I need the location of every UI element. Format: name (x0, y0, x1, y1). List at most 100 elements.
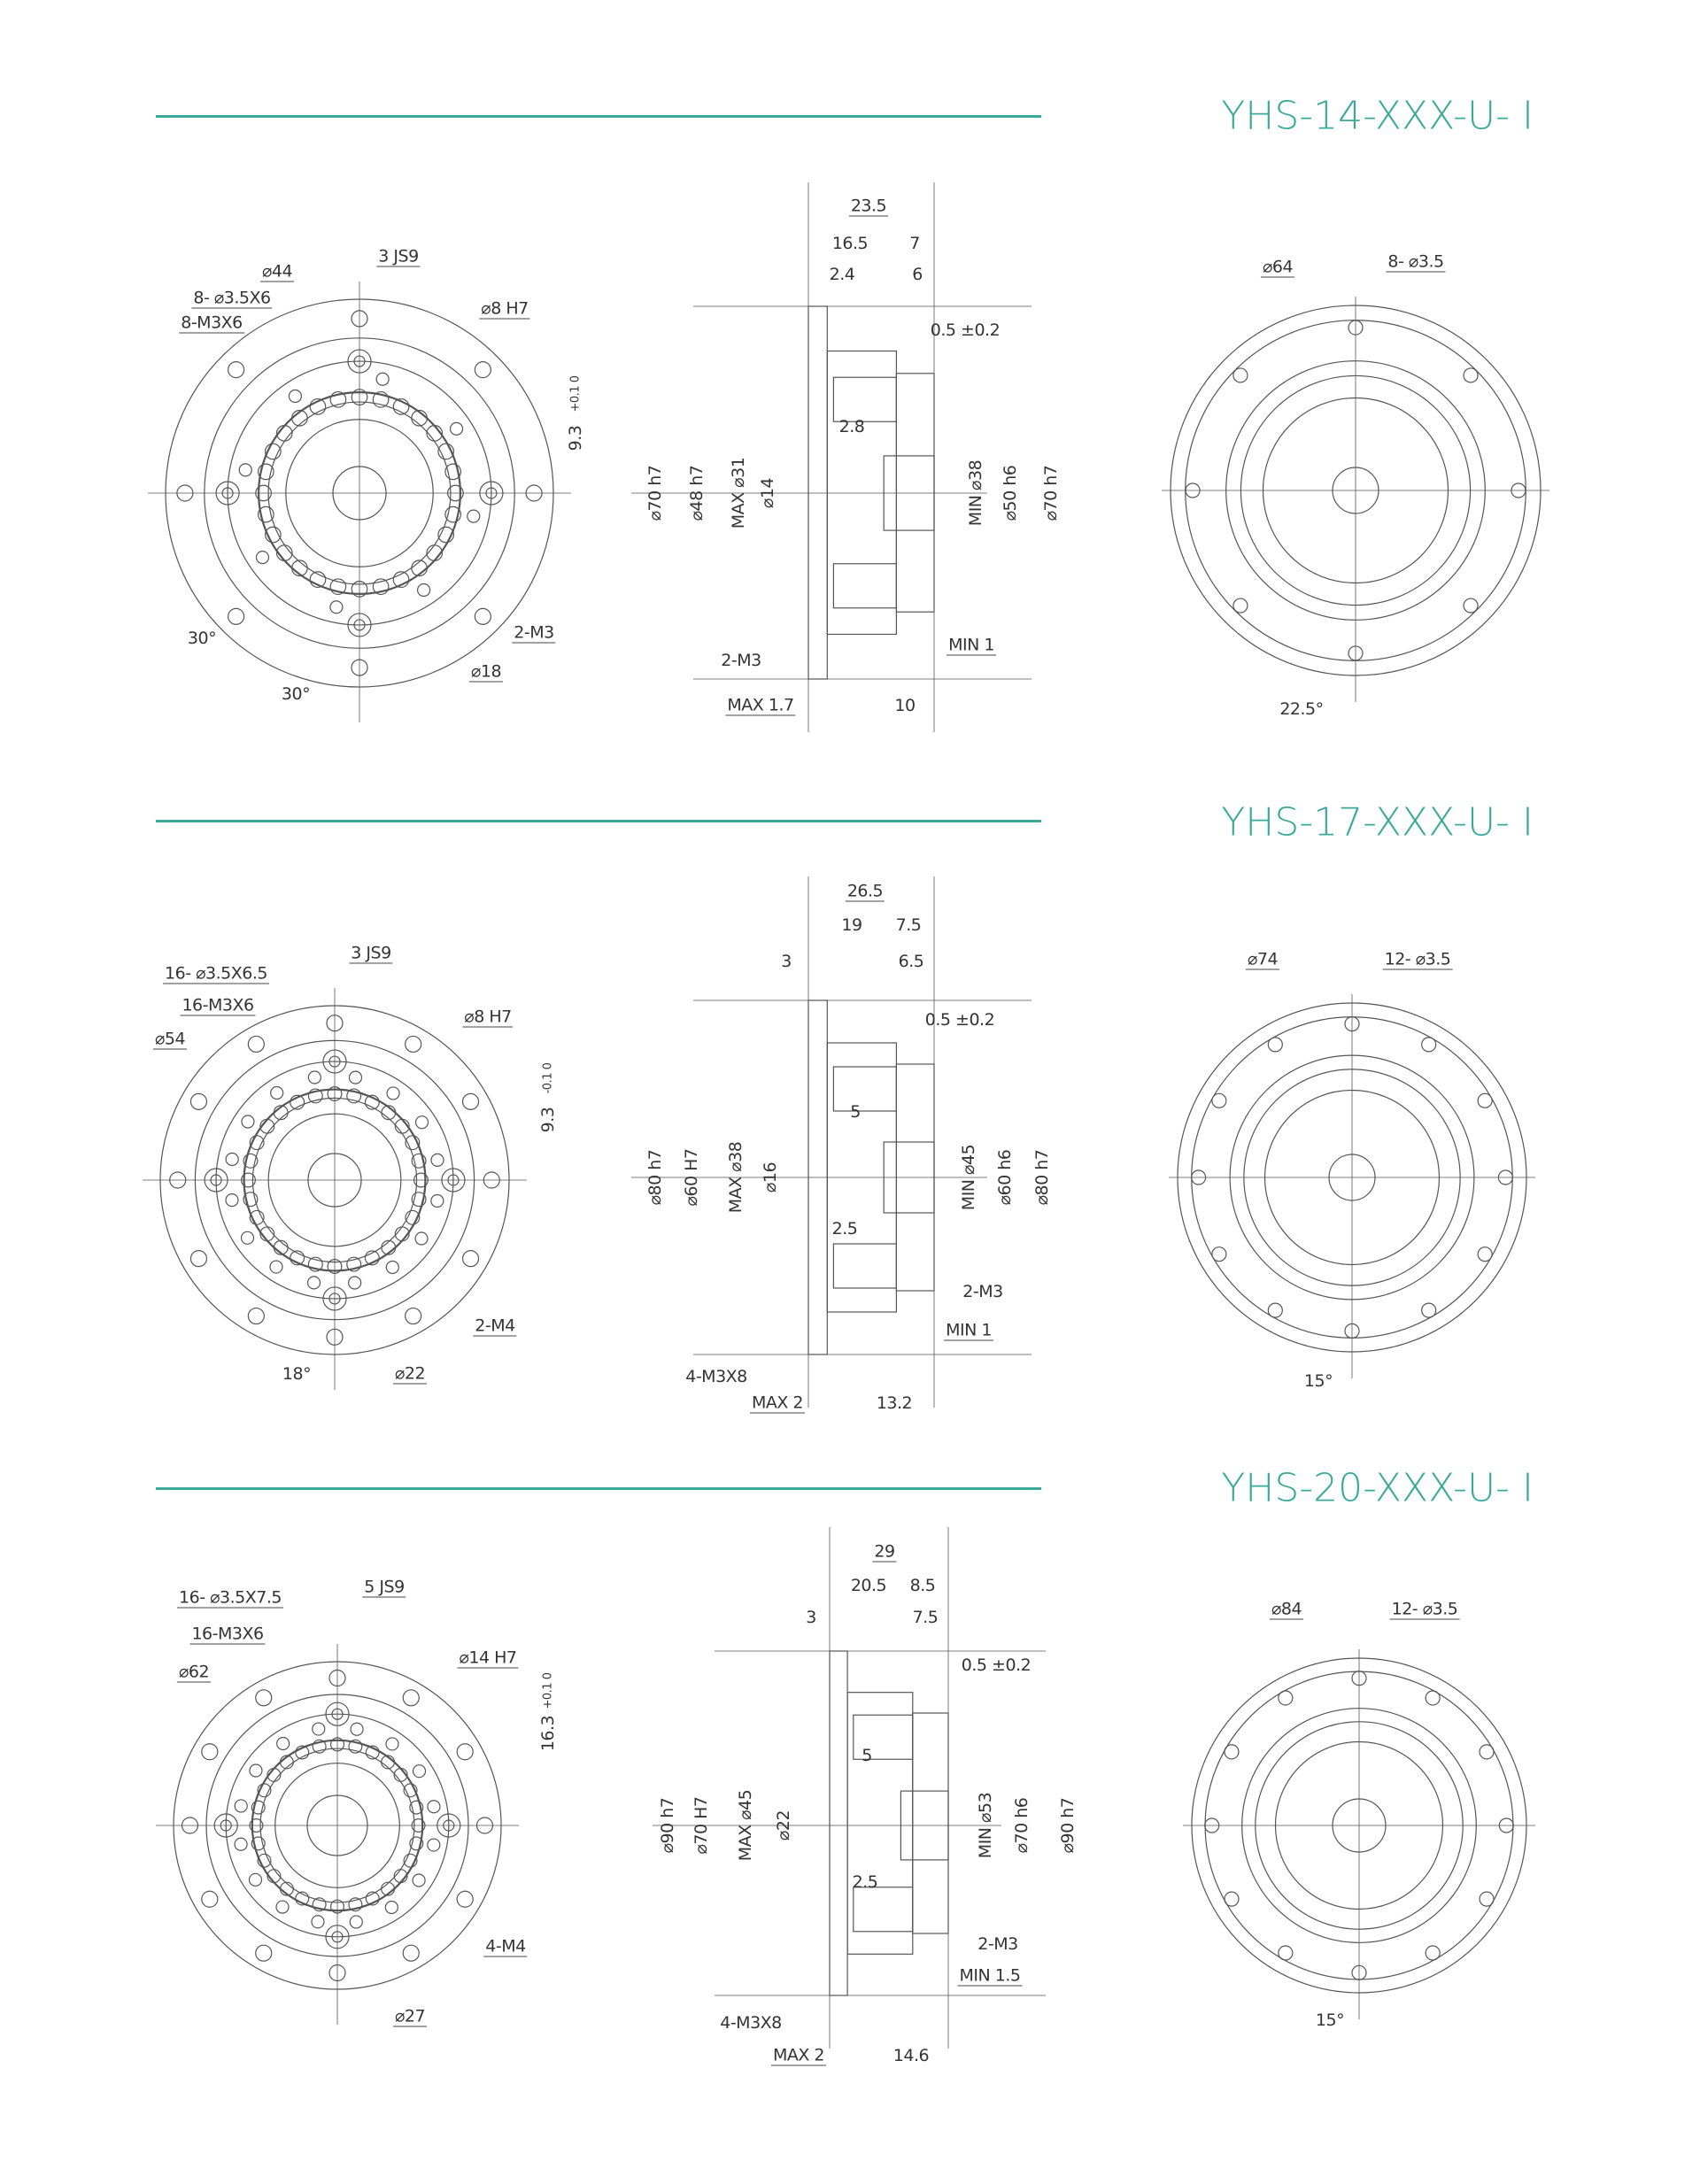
mount-hole (1232, 367, 1248, 383)
bearing-roller (405, 1135, 421, 1151)
section-divider (156, 1487, 1041, 1490)
front-view-dimension-label: 2-M3 (512, 622, 556, 644)
side-view-dimension-label: MAX ⌀31 (729, 457, 748, 529)
side-view-dimension-label: 6 (912, 265, 923, 284)
bearing-roller (257, 463, 274, 481)
bearing-roller (444, 505, 462, 523)
mount-hole (474, 607, 491, 625)
bearing-roller (291, 560, 308, 577)
tapped-hole (349, 1915, 363, 1929)
back-view-dimension-label: ⌀74 (1245, 949, 1280, 970)
side-view-dimension-label: 2.5 (831, 1219, 858, 1239)
mount-hole (1211, 1246, 1227, 1262)
bearing-roller (243, 1192, 259, 1208)
front-view-dimension-label: ⌀18 (468, 661, 504, 683)
side-view-dimension-label: MIN ⌀45 (959, 1144, 978, 1211)
bearing-roller (392, 571, 410, 589)
tapped-hole (307, 1070, 321, 1084)
body-section (846, 1692, 914, 1955)
bearing-roller (411, 409, 428, 427)
mount-hole (1224, 1891, 1240, 1907)
side-view-dimension-label: 3 (781, 952, 792, 971)
side-view-dimension-label: MIN 1.5 (957, 1965, 1023, 1987)
back-view-dimension-label: 22.5° (1279, 699, 1324, 719)
back-view-dimension-label: 8- ⌀3.5 (1386, 251, 1446, 273)
bearing-section (832, 563, 898, 609)
side-view-dimension-label: 2-M3 (978, 1934, 1018, 1954)
side-view-dimension-label: MAX 1.7 (725, 695, 796, 716)
bearing-roller (411, 1153, 427, 1169)
side-view-dimension-label: MIN ⌀38 (966, 459, 985, 527)
bearing-roller (259, 1118, 275, 1134)
tapped-hole (427, 1838, 441, 1852)
tapped-hole (350, 1722, 364, 1736)
model-title: YHS-20-XXX-U- I (1221, 1465, 1534, 1511)
tapped-hole (375, 372, 390, 386)
side-view-dimension-label: 7.5 (895, 915, 922, 935)
tapped-hole (269, 1260, 283, 1274)
bearing-roller (372, 578, 390, 596)
side-view-dimension-label: 5 (850, 1102, 861, 1122)
bearing-section (853, 1714, 914, 1760)
tapped-hole (225, 1152, 239, 1167)
bearing-roller (365, 1891, 380, 1906)
mount-hole (247, 1307, 265, 1325)
bearing-section (853, 1887, 914, 1933)
bearing-roller (444, 463, 462, 481)
side-view-dimension-label: 4-M3X8 (685, 1367, 747, 1386)
bearing-roller (403, 1853, 418, 1868)
output-flange (829, 1650, 848, 1996)
bearing-roller (392, 397, 410, 415)
mount-hole (456, 1743, 474, 1761)
side-view-dimension-label: 2.8 (838, 417, 865, 436)
bearing-roller (426, 425, 444, 442)
side-view-dimension-label: 0.5 ±0.2 (961, 1655, 1032, 1675)
tapped-hole (412, 1764, 427, 1779)
bearing-roller (295, 1891, 310, 1906)
tapped-hole (312, 1722, 326, 1736)
mount-hole (1267, 1037, 1283, 1053)
bearing-section (832, 1066, 898, 1112)
section-divider (156, 820, 1041, 822)
mount-hole (247, 1035, 265, 1053)
front-view-dimension-label: 16-M3X6 (180, 995, 256, 1016)
mount-hole (1421, 1037, 1437, 1053)
side-view-dimension-label: MAX 2 (770, 2045, 827, 2066)
bearing-roller (307, 1256, 323, 1272)
tapped-hole (414, 1231, 429, 1246)
tapped-hole (427, 1800, 441, 1814)
tapped-hole (417, 583, 431, 598)
tapped-hole (270, 1085, 284, 1100)
tapped-hole (414, 1115, 429, 1130)
back-view-dimension-label: 15° (1315, 2010, 1345, 2030)
front-view-dimension-label: +0.1 0 (541, 1672, 555, 1709)
bearing-roller (348, 1897, 363, 1912)
tapped-hole (238, 463, 252, 477)
tapped-hole (248, 1872, 263, 1887)
front-view-dimension-label: 9.3 (566, 425, 585, 451)
body-section (826, 350, 897, 636)
side-view-dimension-label: ⌀70 H7 (692, 1796, 711, 1855)
side-view-dimension-label: ⌀70 h7 (645, 465, 665, 521)
side-view-dimension-label: 14.6 (892, 2046, 930, 2065)
back-view-dimension-label: 15° (1303, 1371, 1333, 1391)
front-view-dimension-label: -0.1 0 (541, 1062, 555, 1094)
tapped-hole (306, 1276, 321, 1290)
bearing-roller (393, 1767, 408, 1782)
side-view-dimension-label: ⌀60 h6 (995, 1149, 1015, 1206)
side-view-dimension-label: 6.5 (898, 952, 924, 971)
side-view-dimension-label: ⌀70 h6 (1012, 1797, 1032, 1854)
tapped-hole (234, 1837, 248, 1851)
side-view-dimension-label: 5 (862, 1746, 872, 1765)
front-view-dimension-label: 9.3 (538, 1107, 558, 1133)
mount-hole (189, 1092, 208, 1110)
side-view-dimension-label: 0.5 ±0.2 (930, 320, 1001, 340)
front-view-dimension-label: +0.1 0 (568, 375, 583, 413)
bearing-roller (279, 1755, 294, 1770)
side-view-dimension-label: 7.5 (912, 1608, 939, 1627)
side-view-dimension-label: ⌀60 H7 (682, 1148, 701, 1207)
model-title: YHS-17-XXX-U- I (1221, 799, 1534, 845)
side-view-dimension-label: 16.5 (831, 234, 869, 253)
bearing-roller (405, 1209, 421, 1225)
